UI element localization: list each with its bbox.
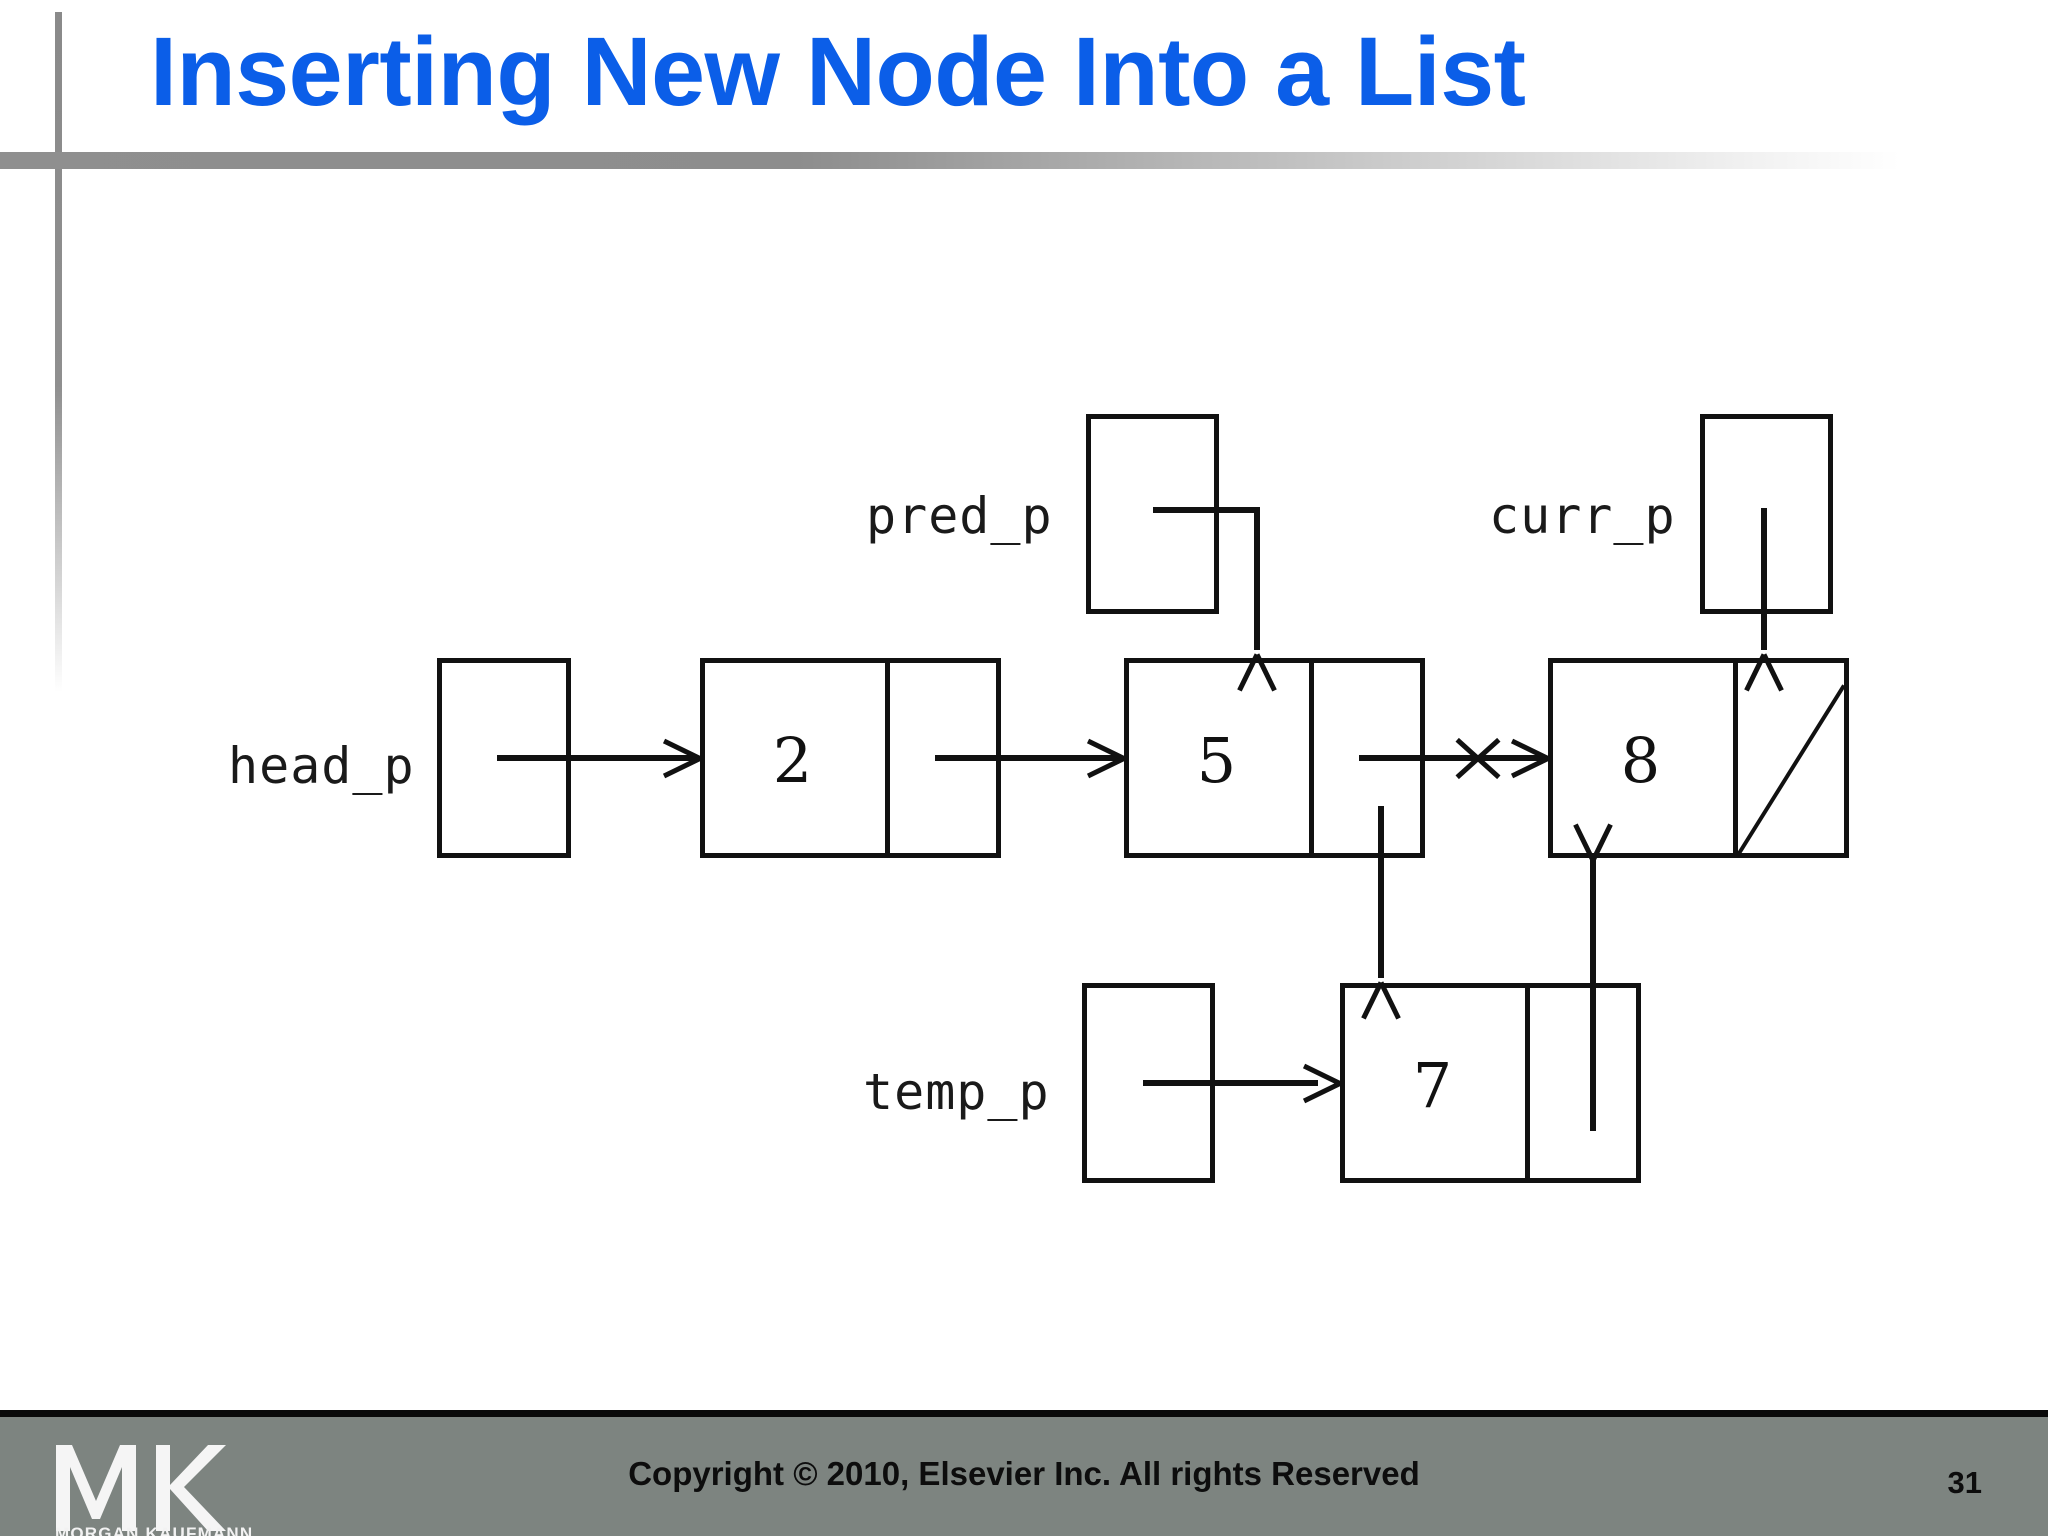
node-7-to-8-line [1590,858,1596,1131]
head-p-link-line [497,755,696,761]
node-5-divider [1309,658,1314,858]
temp-p-link-line [1143,1080,1318,1086]
node-8-box [1548,658,1849,858]
node-7-box [1340,983,1641,1183]
pred-p-link-vertical [1254,507,1260,650]
curr-p-label: curr_p [1489,487,1676,545]
pred-p-label: pred_p [866,487,1053,545]
node-8-divider [1733,658,1738,858]
page-number: 31 [1947,1465,1982,1500]
node-5-value: 5 [1196,724,1237,797]
slide-footer: MORGAN KAUFMANN Copyright © 2010, Elsevi… [0,1410,2048,1536]
pred-p-box [1086,414,1219,614]
node-8-value: 8 [1620,724,1661,797]
morgan-kaufmann-wordmark: MORGAN KAUFMANN [55,1524,254,1536]
page-title: Inserting New Node Into a List [150,17,1526,126]
temp-p-label: temp_p [863,1063,1050,1121]
title-vertical-rule [55,12,62,692]
node-2-divider [885,658,890,858]
morgan-kaufmann-logo-icon [56,1445,226,1531]
head-p-label: head_p [228,737,415,795]
node-7-divider [1525,983,1530,1183]
linked-list-diagram: pred_p curr_p head_p 2 5 [228,414,1849,1183]
node-2-next-line [935,755,1120,761]
pred-p-link-horizontal [1153,507,1260,513]
node-5-next-line [1359,755,1544,761]
title-horizontal-rule [0,152,1900,169]
node-7-value: 7 [1412,1049,1453,1122]
copyright-text: Copyright © 2010, Elsevier Inc. All righ… [628,1455,1420,1492]
node-2-value: 2 [772,724,813,797]
curr-p-link-vertical [1761,508,1767,650]
node-5-to-7-line [1378,806,1384,978]
